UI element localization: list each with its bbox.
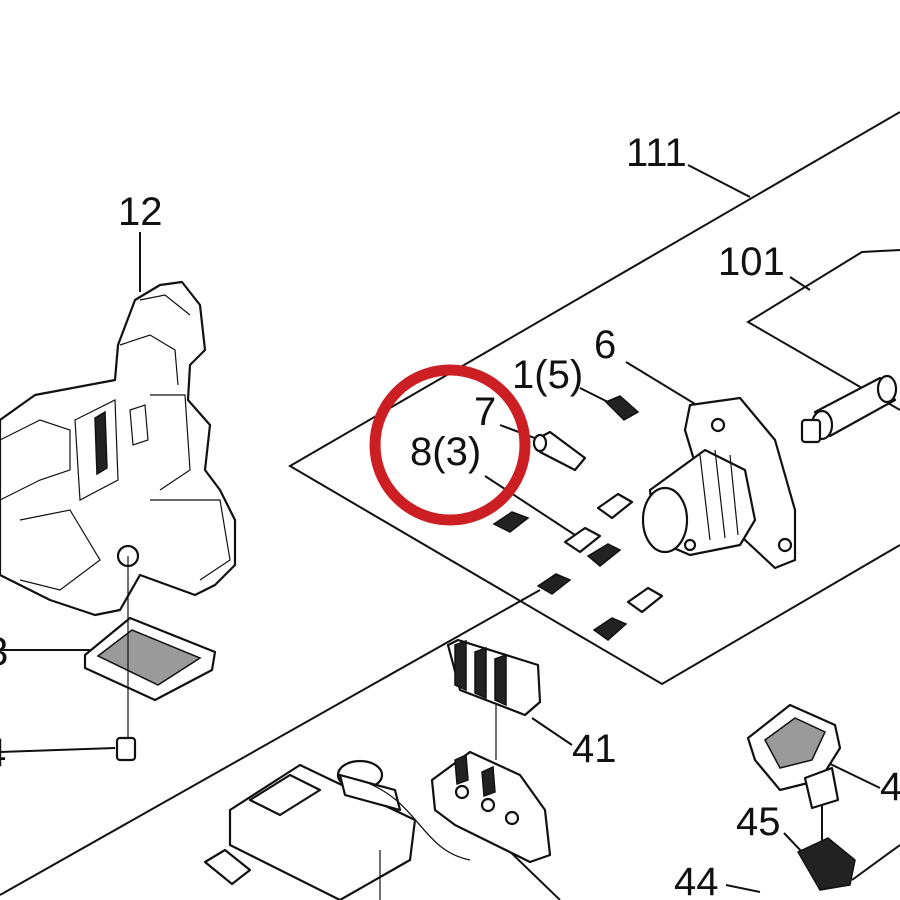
flange-part-6 (641, 396, 797, 570)
pin-part-7 (532, 430, 587, 472)
label-45: 45 (736, 800, 781, 844)
label-101: 101 (718, 240, 785, 284)
screw-part-8 (492, 511, 530, 533)
label-111: 111 (626, 131, 687, 175)
label-6: 6 (594, 323, 616, 367)
screw-part-1 (604, 395, 640, 421)
label-8-3: 8(3) (410, 430, 481, 474)
terminal-block-part-41 (430, 638, 552, 864)
leader-lines (0, 164, 881, 893)
label-12: 12 (118, 190, 163, 234)
part-labels: 111 12 101 6 1(5) 7 8(3) 41 45 44 3 4 4 (0, 131, 900, 900)
highlight-circle (369, 364, 531, 526)
label-3-partial: 3 (0, 630, 8, 674)
label-7: 7 (474, 390, 496, 434)
capacitor-board (203, 759, 471, 900)
label-41: 41 (572, 727, 617, 771)
screw-set (492, 395, 664, 641)
shaft-part-101 (800, 374, 898, 444)
label-4-right-partial: 4 (880, 765, 900, 809)
label-1-5: 1(5) (512, 353, 583, 397)
plate-part-3 (83, 556, 217, 740)
label-44: 44 (674, 860, 719, 900)
screw-part-4 (115, 736, 137, 762)
housing-part-12 (0, 280, 237, 617)
label-4-partial: 4 (0, 731, 6, 775)
switch-parts-right (746, 703, 856, 891)
